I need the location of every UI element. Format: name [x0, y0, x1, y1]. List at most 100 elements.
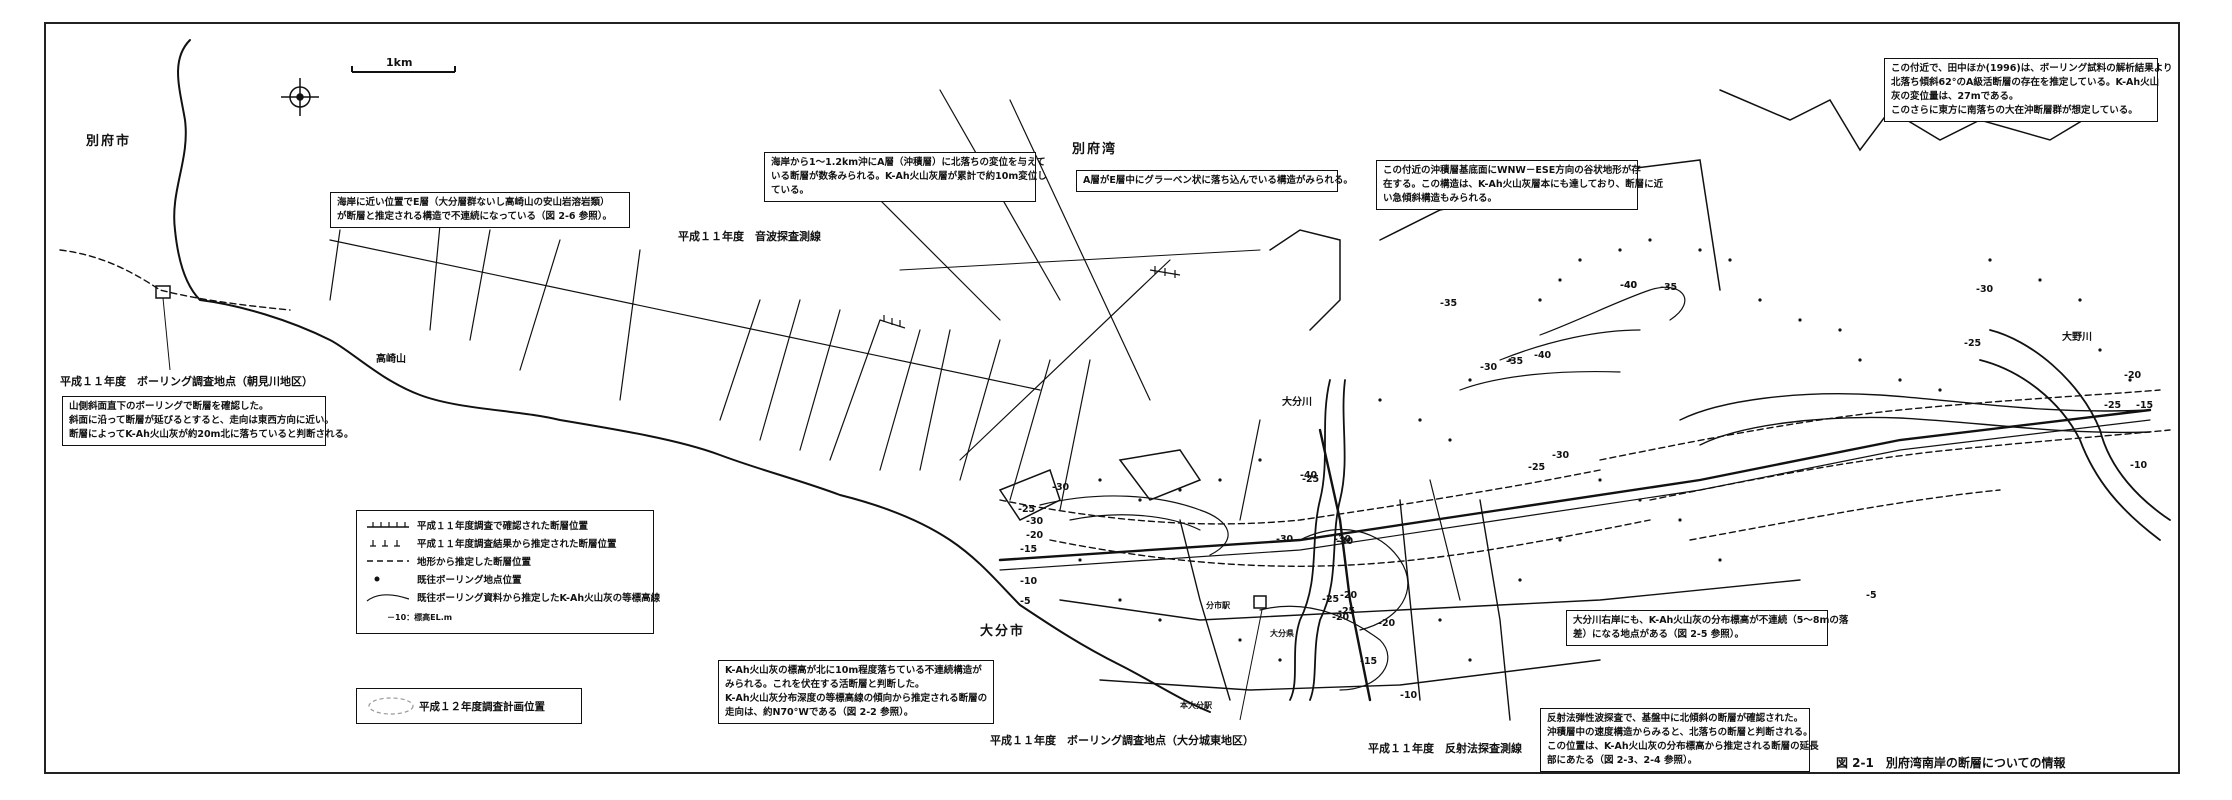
contour-label: -30 [1276, 534, 1294, 545]
road [1479, 499, 1511, 721]
contour-label: -30 [1552, 450, 1570, 461]
fault-trace [59, 249, 291, 311]
fault-trace [999, 469, 1601, 525]
oita-river [1289, 379, 1331, 701]
contour-label: -5 [1020, 596, 1031, 607]
kah-contour [1499, 329, 1641, 361]
river-channel [1699, 416, 2151, 446]
survey-line [1239, 419, 1261, 521]
contour-label: -5 [1866, 590, 1877, 601]
contour-label: -30 [1336, 536, 1354, 547]
contour-label: -25 [1018, 504, 1036, 515]
road [999, 419, 2151, 571]
contour-label: -20 [1340, 590, 1358, 601]
fault-trace [1049, 519, 1651, 567]
contour-label: -10 [1020, 576, 1038, 587]
plan-label: 平成１２年度調査計画位置 [419, 701, 545, 713]
survey-line [469, 229, 491, 341]
contour-label: -20 [1378, 618, 1396, 629]
survey-line [1059, 359, 1091, 511]
topographic-fault-symbol [365, 555, 411, 567]
plan-area-symbol [368, 697, 414, 715]
place-oita-city: 大分市 [980, 624, 1026, 639]
survey-line [1009, 359, 1051, 501]
survey-line [719, 299, 761, 421]
note-oita-right-bank: 大分川右岸にも、K-Ah火山灰の分布標高が不連続（5～8mの落差）になる地点があ… [1566, 610, 1848, 646]
contour-label: -30 [1026, 516, 1044, 527]
contour-label: -30 [1976, 284, 1994, 295]
note-kah-contour: K-Ah火山灰の標高が北に10m程度落ちている不連続構造がみられる。これを伏在す… [718, 660, 994, 724]
legend: 平成１１年度調査で確認された断層位置 平成１１年度調査結果から推定された断層位置… [356, 510, 660, 634]
note-tanaka: この付近で、田中ほか(1996)は、ボーリング試料の解析結果より北落ち傾斜62°… [1884, 58, 2173, 122]
sonic-survey-line [329, 239, 1041, 391]
contour-label: -35 [1506, 356, 1524, 367]
place-ono-river: 大野川 [2062, 332, 2092, 343]
contour-label: -15 [1020, 544, 1038, 555]
place-prefecture: 大分県 [1270, 629, 1294, 638]
legend-item: －10：標高EL.m [387, 612, 453, 622]
confirmed-fault-ticks [879, 266, 1181, 329]
place-station: 分市駅 [1206, 601, 1230, 610]
contour-label: -40 [1620, 280, 1638, 291]
note-graben: A層がE層中にグラーベン状に落ち込んでいる構造がみられる。 [1076, 170, 1353, 192]
harbour-pier [1269, 229, 1341, 331]
contour-label: -40 [1620, 280, 1638, 291]
plan-legend: 平成１２年度調査計画位置 [356, 688, 582, 724]
survey-line [429, 224, 441, 331]
contour-label: -20 [1332, 612, 1350, 623]
place-beppu-bay: 別府湾 [1072, 142, 1118, 157]
contour-label: -25 [1322, 594, 1340, 605]
label-reflection-line: 平成１１年度 反射法探査測線 [1368, 742, 1522, 755]
map-frame [44, 22, 2180, 774]
confirmed-fault-symbol [365, 519, 411, 531]
kah-contour [1459, 370, 1621, 391]
sonic-survey-line [899, 249, 1261, 271]
label-boring-asami: 平成１１年度 ボーリング調査地点（朝見川地区） [60, 375, 313, 388]
survey-line [759, 299, 801, 441]
contour-label: -30 [1480, 362, 1498, 373]
scale-label: 1km [386, 56, 413, 69]
contour-label: -25 [1528, 462, 1546, 473]
label-boring-oita: 平成１１年度 ボーリング調査地点（大分城東地区） [990, 734, 1254, 747]
survey-line [959, 339, 1001, 481]
legend-item: 平成１１年度調査で確認された断層位置 [417, 521, 589, 532]
survey-line [919, 329, 951, 471]
contour-label: -15 [1360, 656, 1378, 667]
contour-label: -25 [1338, 606, 1356, 617]
place-higashi-oita-station: 本大分駅 [1180, 701, 1212, 710]
reflection-survey-line [1318, 428, 1372, 702]
contour-label: -35 [1440, 298, 1458, 309]
legend-item: 平成１１年度調査結果から推定された断層位置 [417, 539, 617, 550]
boring-point-symbol [365, 573, 411, 585]
kah-contour [1069, 514, 1201, 531]
oita-river [1309, 379, 1346, 701]
harbour-pier [998, 469, 1061, 521]
survey-line [959, 259, 1171, 461]
kah-contour [1299, 529, 1409, 631]
kah-contour [1259, 605, 1389, 691]
contour-symbol [365, 591, 411, 603]
place-takasakiyama: 高崎山 [376, 354, 406, 365]
north-compass-icon [281, 78, 319, 116]
fault-trace [1689, 489, 2001, 541]
contour-label: -25 [2104, 400, 2122, 411]
survey-line [879, 199, 1001, 321]
note-wnw: この付近の沖積層基底面にWNW－ESE方向の谷状地形が存在する。この構造は、K-… [1376, 160, 1663, 210]
estimated-fault-symbol [365, 537, 411, 549]
road [1099, 659, 1601, 691]
contour-label: -20 [2124, 370, 2142, 381]
label-sonic-survey-line: 平成１１年度 音波探査測線 [678, 230, 821, 243]
harbour-pier [1118, 449, 1202, 501]
place-oita-river: 大分川 [1282, 397, 1312, 408]
contour-label: -25 [1302, 474, 1320, 485]
contour-label: -20 [1026, 530, 1044, 541]
survey-line [829, 319, 881, 461]
road [1399, 499, 1421, 701]
legend-item: 地形から推定した断層位置 [417, 557, 532, 568]
contour-label: -15 [2136, 400, 2154, 411]
contour-label: -10 [2130, 460, 2148, 471]
contour-label: -40 [1534, 350, 1552, 361]
figure-caption: 図 2-1 別府湾南岸の断層についての情報 [1836, 756, 2066, 770]
contour-label: -30 [1334, 534, 1352, 545]
